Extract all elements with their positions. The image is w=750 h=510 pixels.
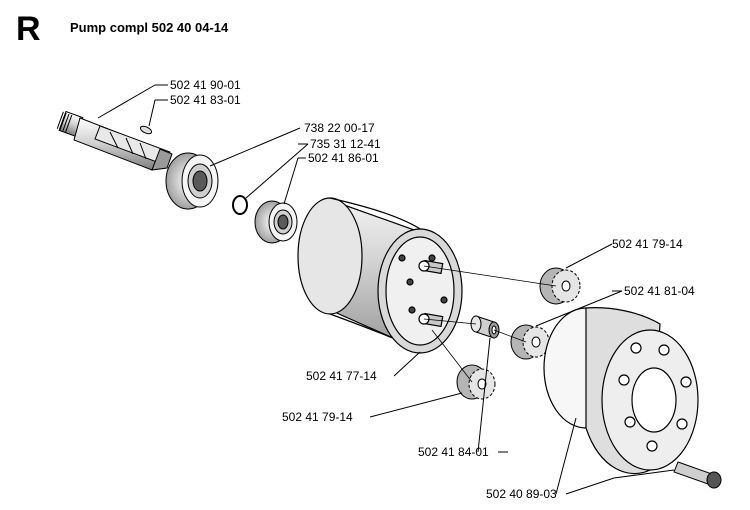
shaft-key [139,125,153,135]
part-label-key: 502 41 83-01 [170,93,241,107]
part-label-shaft: 502 41 90-01 [170,78,241,92]
part-label-bearing-large: 738 22 00-17 [304,121,375,135]
part-label-bearing-small: 502 41 86-01 [308,151,379,165]
part-label-circlip: 735 31 12-41 [310,137,381,151]
page-title: Pump compl 502 40 04-14 [70,20,229,35]
gear-upper [539,267,581,305]
gear-middle [510,324,550,360]
end-cover [543,307,699,475]
part-label-cover: 502 40 89-03 [486,487,557,501]
section-letter: R [16,10,41,48]
bearing-small [254,200,298,244]
cap-screw [673,461,722,489]
assembly-axes [423,265,557,383]
circlip [232,195,248,215]
bearing-large [165,152,219,210]
part-label-bushing: 502 41 84-01 [418,445,489,459]
part-label-housing: 502 41 77-14 [306,369,377,383]
leader-lines [97,84,675,495]
pump-shaft [56,110,173,171]
part-label-gear-upper: 502 41 79-14 [612,237,683,251]
part-label-gear-middle: 502 41 81-04 [624,284,695,298]
bushing [470,315,500,339]
pump-housing [297,197,463,354]
part-label-gear-lower: 502 41 79-14 [282,410,353,424]
